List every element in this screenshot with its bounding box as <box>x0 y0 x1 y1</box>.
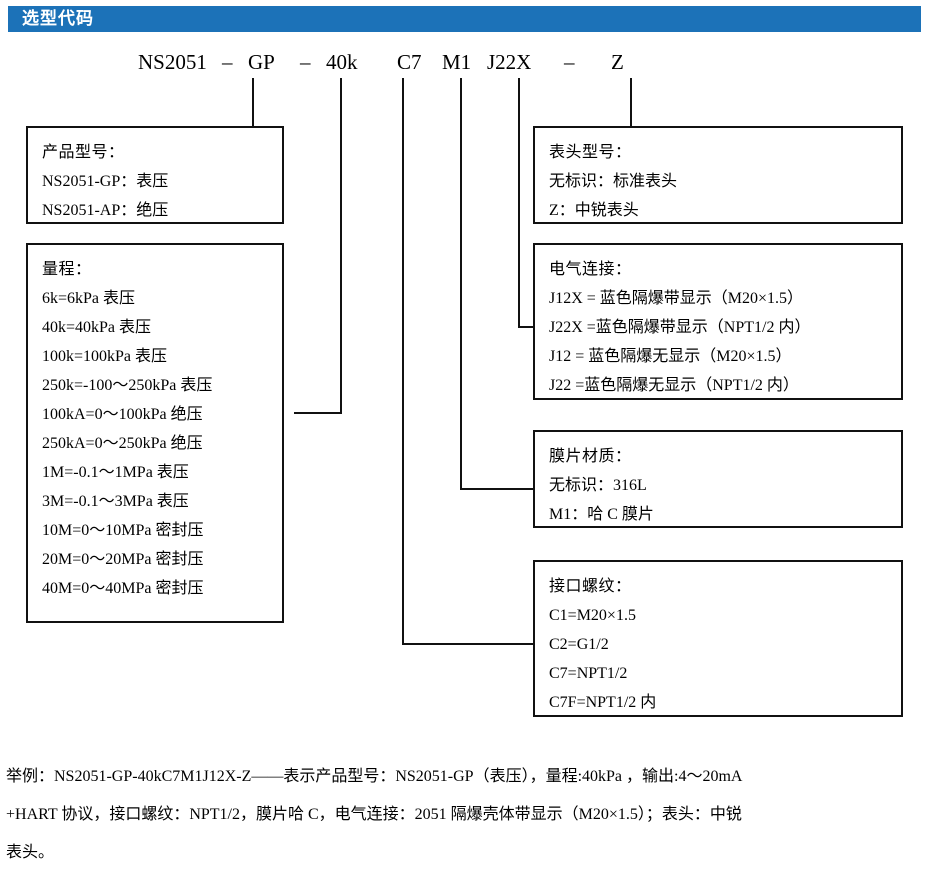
box-measuring-range: 量程： 6k=6kPa 表压 40k=40kPa 表压 100k=100kPa … <box>26 243 284 623</box>
connector-gp-vertical <box>252 78 254 126</box>
box-line: J22 =蓝色隔爆无显示（NPT1/2 内） <box>549 377 799 394</box>
box-line: 10M=0～10MPa 密封压 <box>42 522 204 539</box>
code-token: – <box>300 50 311 74</box>
box-line: 250k=-100～250kPa 表压 <box>42 377 213 394</box>
box-line: J12X = 蓝色隔爆带显示（M20×1.5） <box>549 290 804 307</box>
box-title: 接口螺纹： <box>549 578 632 595</box>
box-electrical-connection: 电气连接： J12X = 蓝色隔爆带显示（M20×1.5） J22X =蓝色隔爆… <box>533 243 903 400</box>
code-token: M1 <box>442 50 472 74</box>
code-token: 40k <box>326 50 358 74</box>
code-token: J22X <box>487 50 532 74</box>
connector-thread-vertical <box>402 78 404 645</box>
box-line: Z：中锐表头 <box>549 202 639 219</box>
page-title: 选型代码 <box>22 9 94 29</box>
code-token: GP <box>248 50 275 74</box>
box-line: NS2051-GP：表压 <box>42 173 169 190</box>
box-line: 250kA=0～250kPa 绝压 <box>42 435 203 452</box>
box-line: 100kA=0～100kPa 绝压 <box>42 406 203 423</box>
box-title: 量程： <box>42 261 92 278</box>
connector-range-horizontal <box>294 412 342 414</box>
box-line: 40M=0～40MPa 密封压 <box>42 580 204 597</box>
box-line: C7=NPT1/2 <box>549 665 628 682</box>
box-line: 6k=6kPa 表压 <box>42 290 136 307</box>
connector-diaphragm-horizontal <box>460 488 533 490</box>
box-line: M1：哈 C 膜片 <box>549 506 654 523</box>
box-product-model: 产品型号： NS2051-GP：表压 NS2051-AP：绝压 <box>26 126 284 224</box>
code-token: Z <box>611 50 624 74</box>
box-title: 产品型号： <box>42 144 125 161</box>
box-meter-head-model: 表头型号： 无标识：标准表头 Z：中锐表头 <box>533 126 903 224</box>
example-paragraph: 举例：NS2051-GP-40kC7M1J12X-Z——表示产品型号：NS205… <box>6 758 926 872</box>
box-line: J12 = 蓝色隔爆无显示（M20×1.5） <box>549 348 792 365</box>
box-line: 无标识：标准表头 <box>549 173 678 190</box>
box-line: J22X =蓝色隔爆带显示（NPT1/2 内） <box>549 319 811 336</box>
example-line: +HART 协议，接口螺纹：NPT1/2，膜片哈 C，电气连接：2051 隔爆壳… <box>6 806 742 823</box>
box-line: 20M=0～20MPa 密封压 <box>42 551 204 568</box>
box-line: 1M=-0.1～1MPa 表压 <box>42 464 189 481</box>
box-title: 膜片材质： <box>549 448 632 465</box>
connector-electrical-horizontal <box>518 326 533 328</box>
box-line: 无标识：316L <box>549 477 647 494</box>
box-diaphragm-material: 膜片材质： 无标识：316L M1：哈 C 膜片 <box>533 430 903 528</box>
box-interface-thread: 接口螺纹： C1=M20×1.5 C2=G1/2 C7=NPT1/2 C7F=N… <box>533 560 903 717</box>
code-token: – <box>222 50 233 74</box>
section-header-bar <box>8 6 921 32</box>
box-line: 100k=100kPa 表压 <box>42 348 168 365</box>
box-line: 40k=40kPa 表压 <box>42 319 152 336</box>
connector-head-vertical <box>630 78 632 126</box>
connector-diaphragm-vertical <box>460 78 462 490</box>
box-title: 表头型号： <box>549 144 632 161</box>
code-token: C7 <box>397 50 422 74</box>
box-line: C1=M20×1.5 <box>549 607 636 624</box>
connector-thread-horizontal <box>402 643 533 645</box>
box-title: 电气连接： <box>549 261 632 278</box>
box-line: 3M=-0.1～3MPa 表压 <box>42 493 189 510</box>
example-line: 举例：NS2051-GP-40kC7M1J12X-Z——表示产品型号：NS205… <box>6 768 743 785</box>
box-line: C2=G1/2 <box>549 636 609 653</box>
box-line: NS2051-AP：绝压 <box>42 202 169 219</box>
connector-range-vertical <box>340 78 342 414</box>
example-line: 表头。 <box>6 844 55 861</box>
code-token: – <box>564 50 575 74</box>
code-token: NS2051 <box>138 50 207 74</box>
box-line: C7F=NPT1/2 内 <box>549 694 657 711</box>
connector-electrical-vertical <box>518 78 520 328</box>
